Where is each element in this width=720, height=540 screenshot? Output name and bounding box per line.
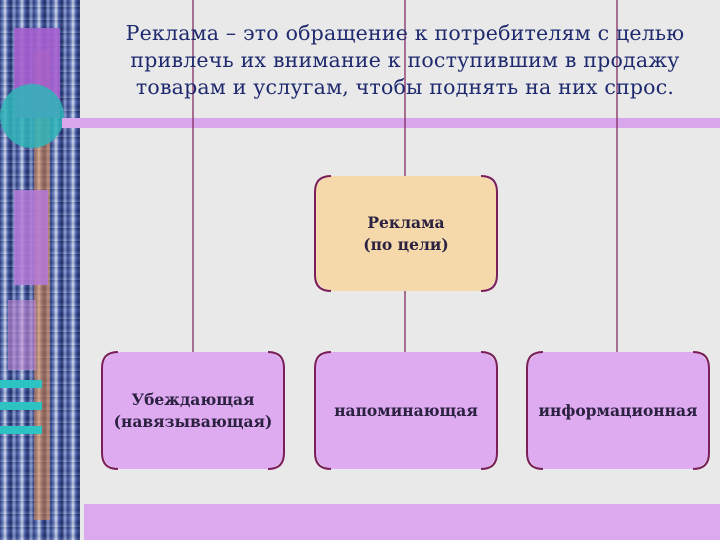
- root-node-sublabel: (по цели): [363, 234, 449, 254]
- title-line-3: товарам и услугам, чтобы поднять на них …: [135, 75, 675, 99]
- root-node-label: Реклама: [367, 212, 445, 232]
- child-node-sublabel: (навязывающая): [113, 411, 273, 431]
- deco-teal-stripe: [0, 402, 42, 410]
- slide-title: Реклама – это обращение к потребителям с…: [120, 20, 690, 101]
- header-divider-bar: [62, 118, 720, 128]
- decorative-left-strip: [0, 0, 80, 540]
- deco-teal-circle: [0, 84, 64, 148]
- child-node-label: Убеждающая: [131, 389, 255, 409]
- deco-pink-block: [8, 300, 36, 370]
- title-line-1: Реклама – это обращение к потребителям с…: [125, 21, 685, 45]
- diagram-child-node-reminding: напоминающая: [315, 352, 497, 469]
- diagram-root-node: Реклама (по цели): [315, 176, 497, 291]
- deco-teal-stripe: [0, 380, 42, 388]
- diagram-child-node-informational: информационная: [527, 352, 709, 469]
- deco-purple-block-lower: [14, 190, 48, 285]
- footer-bar: [84, 504, 720, 540]
- title-line-2: привлечь их внимание к поступившим в про…: [130, 48, 680, 72]
- child-node-label: напоминающая: [334, 400, 478, 420]
- child-node-label: информационная: [538, 400, 698, 420]
- diagram-child-node-persuasive: Убеждающая (навязывающая): [102, 352, 284, 469]
- deco-teal-stripe: [0, 426, 42, 434]
